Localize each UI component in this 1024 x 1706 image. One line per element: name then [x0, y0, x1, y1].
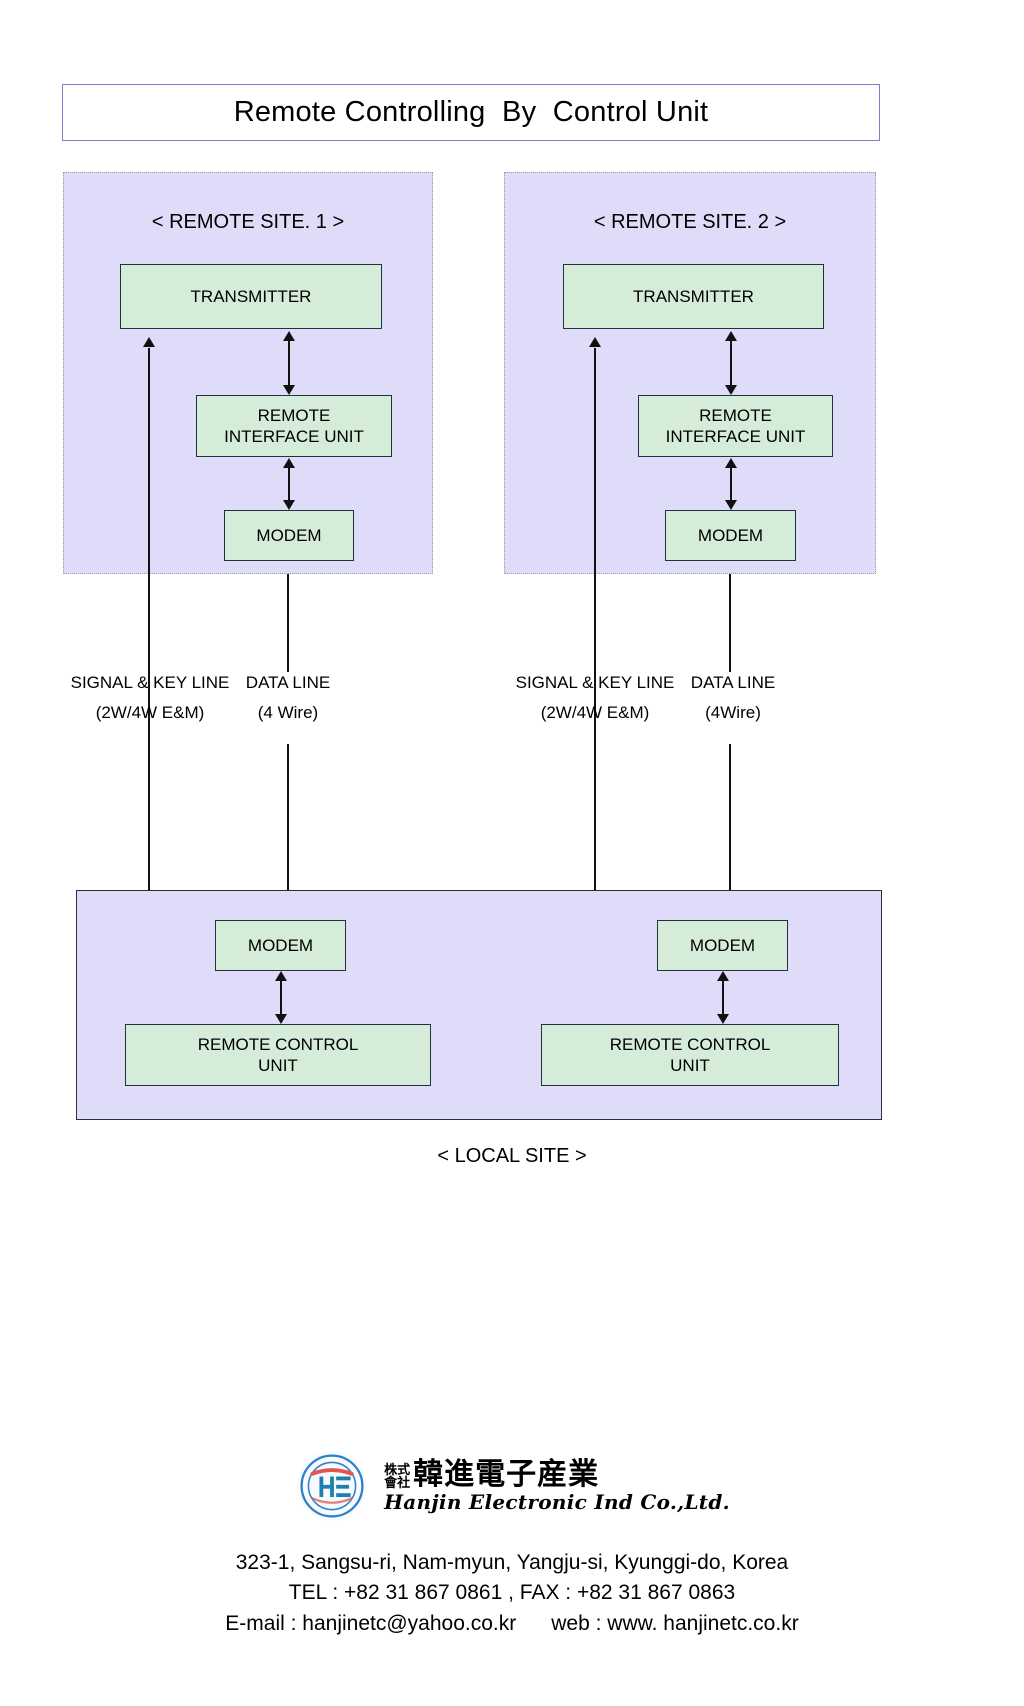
local-channel-1-modem-rcu-connector — [280, 978, 282, 1018]
local-channel-2-arrow-down — [717, 1014, 729, 1024]
site2-signal-key-arrow-up — [589, 337, 601, 347]
logo-kabushiki-line-1: 株式 — [384, 1463, 411, 1479]
site2-signal-key-line-label: SIGNAL & KEY LINE (2W/4W E&M) — [515, 673, 675, 722]
logo-company-name-latin: Hanjin Electronic Ind Co.,Ltd. — [384, 1490, 730, 1514]
site1-signal-key-line — [148, 348, 150, 942]
r2-tx-riu-arrow-down — [725, 385, 737, 395]
remote-site-2-panel: < REMOTE SITE. 2 > TRANSMITTER REMOTE IN… — [504, 172, 876, 574]
remote-site-2-transmitter-box: TRANSMITTER — [563, 264, 824, 329]
remote-site-2-caption: < REMOTE SITE. 2 > — [593, 211, 787, 233]
r1-riu-modem-arrow-up — [283, 458, 295, 468]
r2-riu-modem-arrow-down — [725, 500, 737, 510]
site1-signal-key-line-label: SIGNAL & KEY LINE (2W/4W E&M) — [70, 673, 230, 722]
r1-riu-modem-arrow-down — [283, 500, 295, 510]
company-logo: 株式 會社 韓進電子産業 Hanjin Electronic Ind Co.,L… — [0, 1448, 1024, 1524]
site1-signal-key-arrow-up — [143, 337, 155, 347]
site1-data-line-label: DATA LINE (4 Wire) — [245, 673, 331, 722]
remote-site-2-interface-unit-box: REMOTE INTERFACE UNIT — [638, 395, 833, 457]
page-title: Remote Controlling By Control Unit — [233, 96, 709, 128]
remote-site-1-transmitter-box: TRANSMITTER — [120, 264, 382, 329]
r2-tx-riu-arrow-up — [725, 331, 737, 341]
contact-email-web: E-mail : hanjinetc@yahoo.co.kr web : www… — [225, 1611, 799, 1635]
r1-tx-riu-arrow-down — [283, 385, 295, 395]
r2-tx-riu-connector — [730, 339, 732, 387]
local-channel-2-modem-rcu-connector — [722, 978, 724, 1018]
local-channel-1-modem-box: MODEM — [215, 920, 346, 971]
local-channel-1-arrow-down — [275, 1014, 287, 1024]
local-site-panel: MODEM MODEM REMOTE CONTROL UNIT REMOTE C… — [76, 890, 882, 1120]
r2-riu-modem-arrow-up — [725, 458, 737, 468]
local-channel-1-control-unit-box: REMOTE CONTROL UNIT — [125, 1024, 431, 1086]
logo-wordmark: 株式 會社 韓進電子産業 Hanjin Electronic Ind Co.,L… — [384, 1460, 730, 1514]
local-channel-2-control-unit-box: REMOTE CONTROL UNIT — [541, 1024, 839, 1086]
remote-site-1-caption: < REMOTE SITE. 1 > — [151, 211, 345, 233]
logo-kabushiki-line-2: 會社 — [384, 1475, 411, 1491]
r1-tx-riu-connector — [288, 339, 290, 387]
site2-data-line-label: DATA LINE (4Wire) — [690, 673, 776, 722]
remote-site-1-modem-box: MODEM — [224, 510, 354, 561]
local-channel-2-arrow-up — [717, 971, 729, 981]
remote-site-1-interface-unit-box: REMOTE INTERFACE UNIT — [196, 395, 392, 457]
company-contact-block: 323-1, Sangsu-ri, Nam-myun, Yangju-si, K… — [0, 1548, 1024, 1639]
local-channel-1-arrow-up — [275, 971, 287, 981]
local-site-caption: < LOCAL SITE > — [437, 1145, 587, 1167]
diagram-title-box: Remote Controlling By Control Unit — [62, 84, 880, 141]
site1-data-line-lower — [287, 744, 289, 916]
contact-phone-fax: TEL : +82 31 867 0861 , FAX : +82 31 867… — [288, 1581, 736, 1605]
site2-signal-key-line — [594, 348, 596, 942]
hanjin-he-monogram-icon — [297, 1451, 368, 1521]
site2-data-line-lower — [729, 744, 731, 916]
site2-data-line-upper — [729, 574, 731, 672]
logo-company-cjk-row: 株式 會社 韓進電子産業 — [384, 1460, 730, 1490]
logo-kabushiki-gaisha: 株式 會社 — [384, 1463, 411, 1491]
remote-site-2-modem-box: MODEM — [665, 510, 796, 561]
r2-riu-modem-connector — [730, 465, 732, 503]
contact-address: 323-1, Sangsu-ri, Nam-myun, Yangju-si, K… — [235, 1551, 789, 1574]
remote-site-1-panel: < REMOTE SITE. 1 > TRANSMITTER REMOTE IN… — [63, 172, 433, 574]
r1-tx-riu-arrow-up — [283, 331, 295, 341]
r1-riu-modem-connector — [288, 465, 290, 503]
logo-company-name-cjk: 韓進電子産業 — [413, 1457, 600, 1492]
site1-data-line-upper — [287, 574, 289, 672]
local-channel-2-modem-box: MODEM — [657, 920, 788, 971]
